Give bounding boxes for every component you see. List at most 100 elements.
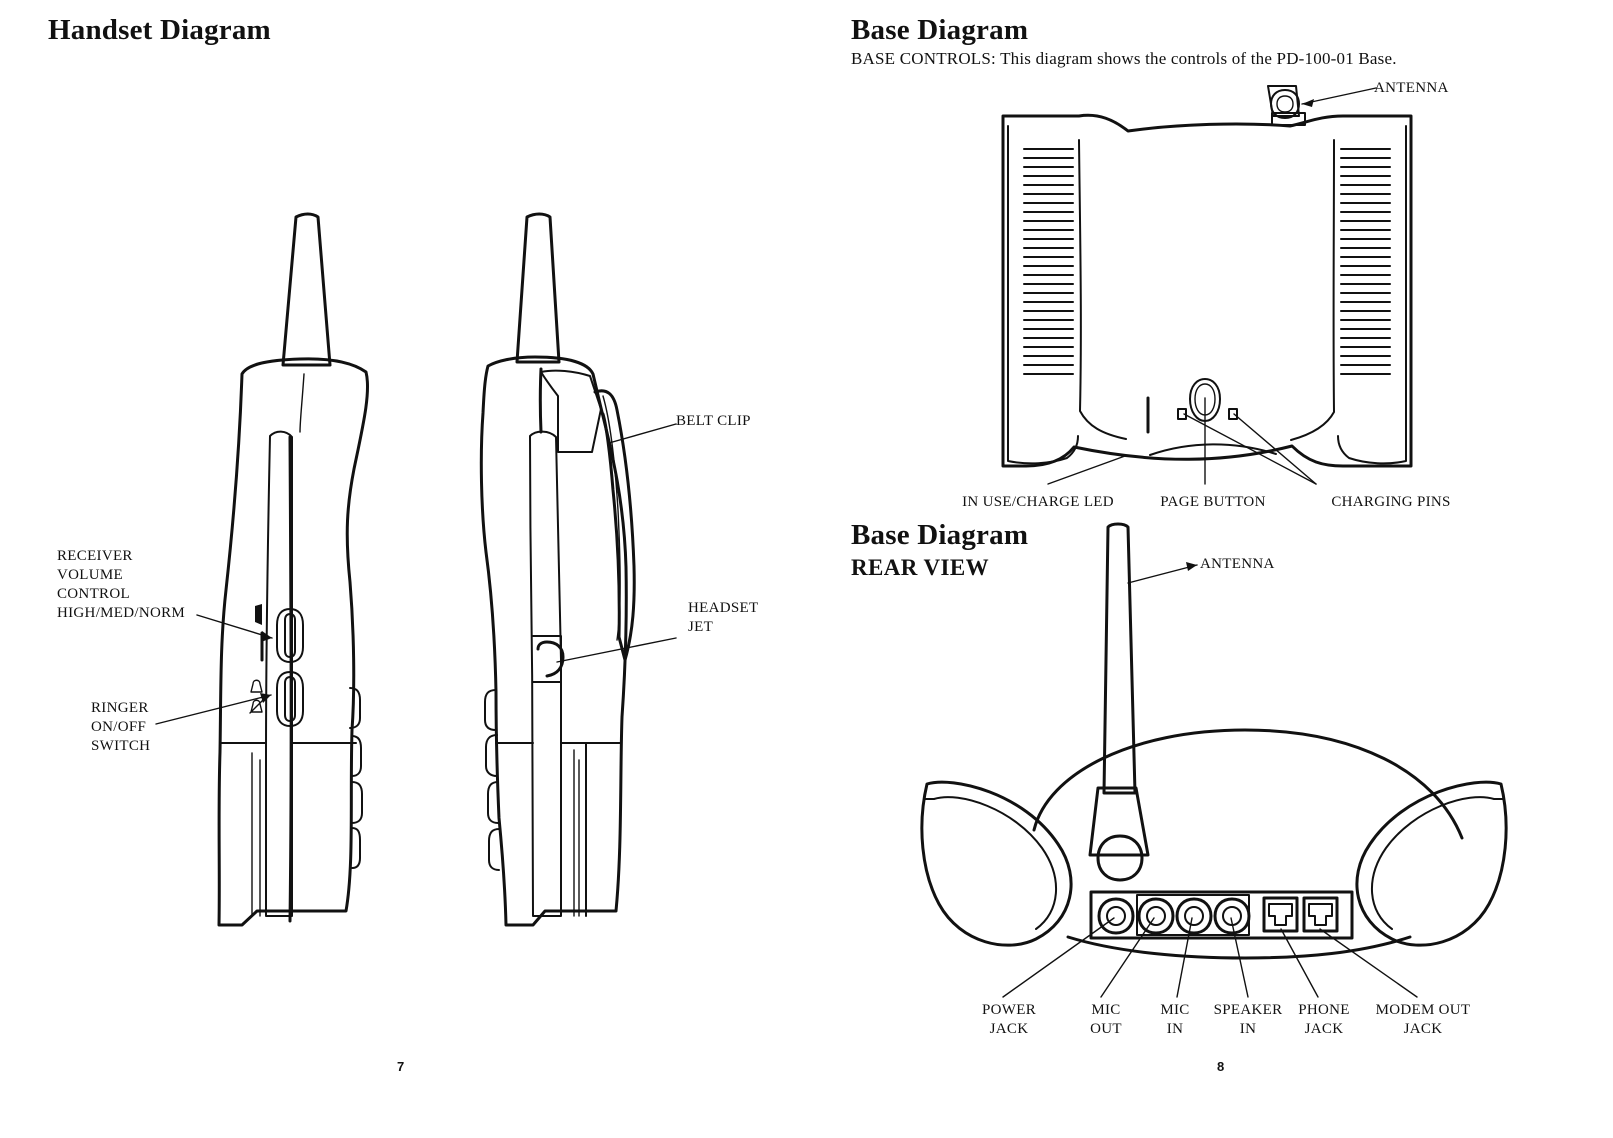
ringer-switch-label: RINGER ON/OFF SWITCH (91, 699, 150, 756)
phone-jack-leader (1280, 928, 1319, 998)
rear-port-panel (1089, 890, 1354, 940)
headset-leader (556, 637, 677, 663)
ringer-switch (276, 671, 304, 727)
handset-front-antenna (281, 212, 332, 367)
base-rear-diagram (920, 522, 1508, 960)
handset-side-bottom-lines (495, 742, 621, 917)
rear-left-wing (920, 780, 1073, 947)
base-rear-title: Base Diagram (851, 519, 1029, 551)
handset-side-rear-panel (540, 369, 602, 453)
receiver-label-line-4: HIGH/MED/NORM (57, 605, 186, 621)
handset-diagram-title: Handset Diagram (48, 14, 271, 46)
belt-clip-leader (608, 423, 677, 444)
rear-right-wing (1355, 780, 1508, 947)
charging-pin-leader-left (1183, 413, 1317, 485)
belt-clip (593, 389, 636, 662)
phone-jack-label: PHONE JACK (1298, 1001, 1350, 1039)
base-top-outline (1001, 113, 1413, 468)
rear-port-panel-inner (1136, 894, 1250, 936)
speaker-label-line-2: IN (1239, 1021, 1257, 1037)
receiver-volume-switch (276, 608, 304, 663)
base-rear-leader-lines (1002, 562, 1418, 998)
power-jack (1097, 897, 1135, 935)
handset-side-diagram (479, 212, 636, 927)
modem-out-jack (1302, 896, 1339, 933)
receiver-label-line-2: VOLUME (57, 567, 123, 583)
mic-out-label: MIC OUT (1090, 1001, 1122, 1039)
right-page-number: 8 (1217, 1059, 1225, 1074)
power-jack-leader (1002, 917, 1115, 998)
rear-antenna-leader (1127, 564, 1198, 584)
power-jack-inner (1106, 906, 1126, 926)
base-top-diagram (1001, 85, 1413, 468)
headset-label-line-1: HEADSET (688, 600, 759, 616)
handset-side-bottom-shadow (573, 749, 580, 917)
ringer-label-line-1: RINGER (91, 700, 149, 716)
handset-keypad-bumps (349, 687, 363, 869)
rear-dome (1032, 728, 1464, 840)
speaker-label-line-1: SPEAKER (1213, 1002, 1283, 1018)
base-top-leader-lines (1047, 87, 1377, 485)
base-top-antenna-ring-outer (1270, 89, 1300, 119)
speaker-in-leader (1230, 917, 1249, 998)
base-top-center-outline (1078, 139, 1335, 441)
base-top-left-vents (1023, 148, 1074, 375)
handset-front-body (217, 357, 370, 927)
charging-pin-left (1177, 408, 1187, 420)
rear-view-subtitle: REAR VIEW (851, 555, 990, 580)
handset-side-buttons (484, 689, 500, 871)
receiver-volume-slot (284, 613, 296, 658)
rear-antenna-hinge (1096, 834, 1144, 882)
receiver-leader-arrow (261, 631, 272, 642)
base-top-bottom-curve (1149, 443, 1277, 456)
ringer-switch-slot (284, 676, 296, 722)
charging-pins-label: CHARGING PINS (1331, 494, 1451, 510)
phone-jack-inner (1268, 903, 1293, 926)
base-rear-antenna-label: ANTENNA (1200, 556, 1275, 572)
base-top-title: Base Diagram (851, 14, 1029, 46)
bell-off-icon (249, 699, 264, 714)
base-top-antenna-label: ANTENNA (1374, 80, 1449, 96)
mic-in-jack (1175, 897, 1213, 935)
power-label-line-2: JACK (989, 1021, 1029, 1037)
base-top-antenna-leader-arrow (1302, 99, 1314, 107)
headset-label-line-2: JET (688, 619, 714, 635)
receiver-label-line-3: CONTROL (57, 586, 130, 602)
mic-in-jack-inner (1184, 906, 1204, 926)
in-use-charge-led-label: IN USE/CHARGE LED (962, 494, 1114, 510)
handset-front-side-panel (265, 430, 293, 917)
rear-antenna-hinge-block (1088, 786, 1150, 857)
handset-front-bottom-shadow (251, 752, 261, 917)
handset-side-front-panel (529, 430, 562, 917)
mic-out-jack-inner (1146, 906, 1166, 926)
speaker-in-jack (1213, 897, 1251, 935)
phone-label-line-2: JACK (1304, 1021, 1344, 1037)
base-controls-description: BASE CONTROLS: This diagram shows the co… (851, 49, 1397, 68)
rear-left-wing-inner (923, 796, 1058, 930)
phone-jack (1262, 896, 1299, 933)
receiver-leader (196, 614, 273, 639)
mic-out-jack (1137, 897, 1175, 935)
modem-label-line-2: JACK (1403, 1021, 1443, 1037)
mic-in-label: MIC IN (1160, 1001, 1189, 1039)
handset-front-diagram (217, 212, 370, 927)
handset-side-body (479, 355, 628, 927)
handset-side-antenna (515, 212, 561, 364)
belt-clip-label: BELT CLIP (676, 413, 751, 429)
speaker-in-label: SPEAKER IN (1214, 1001, 1283, 1039)
volume-icon (255, 604, 262, 625)
base-top-antenna-leader (1301, 87, 1377, 105)
receiver-label-line-1: RECEIVER (57, 548, 133, 564)
ringer-label-line-2: ON/OFF (91, 719, 147, 735)
rear-antenna-shaft (1102, 522, 1137, 795)
modem-out-jack-inner (1308, 903, 1333, 926)
headset-jack-icon (536, 640, 565, 678)
belt-clip-inner (602, 395, 621, 641)
ringer-label-line-3: SWITCH (91, 738, 151, 754)
left-page-number: 7 (397, 1059, 405, 1074)
in-use-led-leader (1047, 455, 1126, 485)
mic-in-leader (1176, 917, 1193, 998)
power-label-line-1: POWER (982, 1002, 1036, 1018)
modem-label-line-1: MODEM OUT (1375, 1002, 1471, 1018)
